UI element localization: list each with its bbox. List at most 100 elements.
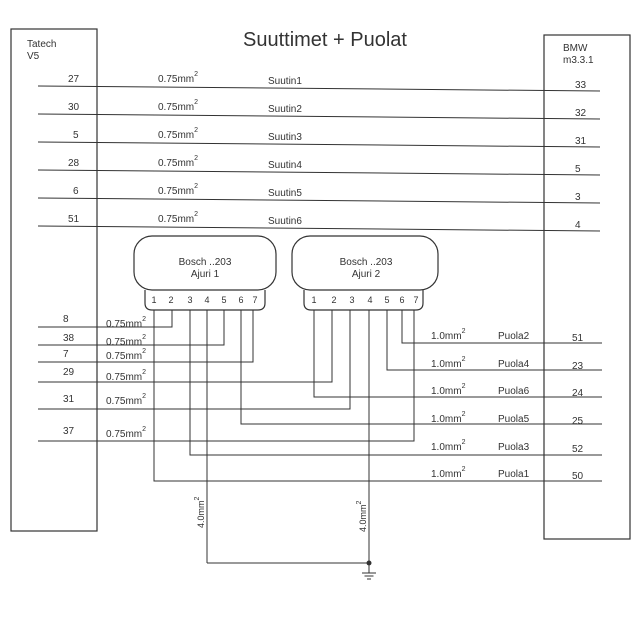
coil-wire: 1.0mm2 Puola4 23 bbox=[386, 310, 602, 372]
right-ecu-box bbox=[543, 34, 631, 540]
left-pin: 30 bbox=[68, 102, 80, 113]
driver-pin: 6 bbox=[238, 295, 243, 305]
right-pin: 50 bbox=[572, 471, 584, 482]
right-pin: 32 bbox=[575, 108, 587, 119]
driver-2-name: Ajuri 2 bbox=[352, 269, 381, 280]
driver-input-wire: 31 0.75mm2 bbox=[38, 310, 351, 410]
left-pin: 28 bbox=[68, 158, 80, 169]
wire-gauge: 0.75mm2 bbox=[158, 99, 198, 113]
wire-gauge: 0.75mm2 bbox=[106, 426, 146, 440]
wire-gauge: 0.75mm2 bbox=[106, 348, 146, 362]
driver-input-wire: 37 0.75mm2 bbox=[38, 310, 415, 442]
wire-name: Suutin1 bbox=[268, 76, 302, 87]
left-pin: 7 bbox=[63, 349, 69, 360]
wire-name: Puola6 bbox=[498, 386, 530, 397]
ground-icon bbox=[362, 563, 376, 580]
driver-2-connector bbox=[303, 290, 424, 311]
driver-pin: 2 bbox=[331, 295, 336, 305]
driver-input-wire: 29 0.75mm2 bbox=[38, 310, 333, 383]
wire-gauge: 1.0mm2 bbox=[431, 411, 466, 425]
driver-input-wire: 8 0.75mm2 bbox=[38, 310, 173, 330]
right-box-line2: m3.3.1 bbox=[563, 55, 594, 66]
right-pin: 51 bbox=[572, 333, 584, 344]
driver-pin: 1 bbox=[151, 295, 156, 305]
right-pin: 23 bbox=[572, 361, 584, 372]
driver-1: Bosch ..203 Ajuri 1 1 2 3 4 5 6 7 bbox=[133, 235, 277, 311]
ground-wire: 4.0mm2 bbox=[194, 310, 208, 563]
coil-wire: 1.0mm2 Puola1 50 bbox=[153, 310, 602, 482]
injector-wire: 28 0.75mm2 Suutin4 5 bbox=[37, 155, 601, 176]
diagram-title: Suuttimet + Puolat bbox=[243, 29, 407, 51]
coil-wire: 1.0mm2 Puola6 24 bbox=[313, 310, 602, 399]
wire-name: Puola1 bbox=[498, 469, 530, 480]
driver-pin: 1 bbox=[311, 295, 316, 305]
right-box-line1: BMW bbox=[563, 43, 588, 54]
driver-1-body bbox=[133, 235, 277, 291]
wire-gauge: 0.75mm2 bbox=[158, 183, 198, 197]
wire-gauge: 4.0mm2 bbox=[194, 496, 206, 528]
driver-pin: 2 bbox=[168, 295, 173, 305]
left-pin: 8 bbox=[63, 314, 69, 325]
left-pin: 31 bbox=[63, 394, 75, 405]
driver-2-model: Bosch ..203 bbox=[340, 257, 393, 268]
driver-1-name: Ajuri 1 bbox=[191, 269, 220, 280]
wire-name: Suutin5 bbox=[268, 188, 302, 199]
wire-name: Puola5 bbox=[498, 414, 530, 425]
driver-1-connector bbox=[144, 290, 266, 311]
left-pin: 37 bbox=[63, 426, 75, 437]
right-pin: 52 bbox=[572, 444, 584, 455]
driver-pin: 7 bbox=[252, 295, 257, 305]
left-box-line2: V5 bbox=[27, 51, 40, 62]
right-pin: 4 bbox=[575, 220, 581, 231]
wire-gauge: 0.75mm2 bbox=[158, 155, 198, 169]
right-pin: 31 bbox=[575, 136, 587, 147]
wire-name: Puola4 bbox=[498, 359, 530, 370]
left-pin: 51 bbox=[68, 214, 80, 225]
wire-gauge: 0.75mm2 bbox=[158, 127, 198, 141]
wire-name: Suutin3 bbox=[268, 132, 302, 143]
left-ecu-box bbox=[10, 28, 98, 532]
driver-2-body bbox=[291, 235, 439, 291]
wire-gauge: 4.0mm2 bbox=[356, 500, 368, 532]
ground-wire: 4.0mm2 bbox=[356, 310, 370, 563]
left-box-line1: Tatech bbox=[27, 39, 56, 50]
left-pin: 29 bbox=[63, 367, 75, 378]
right-pin: 24 bbox=[572, 388, 584, 399]
driver-pin: 4 bbox=[367, 295, 372, 305]
wire-gauge: 0.75mm2 bbox=[106, 334, 146, 348]
wire-gauge: 0.75mm2 bbox=[106, 316, 146, 330]
driver-2: Bosch ..203 Ajuri 2 1 2 3 4 5 6 7 bbox=[291, 235, 439, 311]
right-pin: 25 bbox=[572, 416, 584, 427]
wire-gauge: 1.0mm2 bbox=[431, 439, 466, 453]
driver-pin: 3 bbox=[187, 295, 192, 305]
driver-input-wire: 7 0.75mm2 bbox=[38, 310, 254, 363]
coil-wire: 1.0mm2 Puola5 25 bbox=[240, 310, 602, 427]
driver-pin: 7 bbox=[413, 295, 418, 305]
right-pin: 33 bbox=[575, 80, 587, 91]
driver-pin: 5 bbox=[221, 295, 226, 305]
coil-wire: 1.0mm2 Puola3 52 bbox=[189, 310, 602, 456]
wire-gauge: 1.0mm2 bbox=[431, 328, 466, 342]
right-pin: 5 bbox=[575, 164, 581, 175]
right-pin: 3 bbox=[575, 192, 581, 203]
wire-name: Suutin2 bbox=[268, 104, 302, 115]
wire-gauge: 1.0mm2 bbox=[431, 466, 466, 480]
driver-1-model: Bosch ..203 bbox=[179, 257, 232, 268]
wire-gauge: 0.75mm2 bbox=[158, 71, 198, 85]
injector-wire: 5 0.75mm2 Suutin3 31 bbox=[37, 127, 601, 148]
coil-wire: 1.0mm2 Puola2 51 bbox=[401, 310, 602, 344]
wire-gauge: 1.0mm2 bbox=[431, 383, 466, 397]
left-pin: 27 bbox=[68, 74, 80, 85]
driver-input-wire: 38 0.75mm2 bbox=[38, 310, 225, 348]
wire-name: Suutin6 bbox=[268, 216, 302, 227]
left-pin: 38 bbox=[63, 333, 75, 344]
left-pin: 5 bbox=[73, 130, 79, 141]
wire-name: Puola3 bbox=[498, 442, 530, 453]
injector-wire: 27 0.75mm2 Suutin1 33 bbox=[37, 71, 601, 92]
driver-pin: 3 bbox=[349, 295, 354, 305]
wire-name: Puola2 bbox=[498, 331, 530, 342]
wire-gauge: 0.75mm2 bbox=[106, 393, 146, 407]
driver-pin: 5 bbox=[384, 295, 389, 305]
wire-gauge: 0.75mm2 bbox=[158, 211, 198, 225]
